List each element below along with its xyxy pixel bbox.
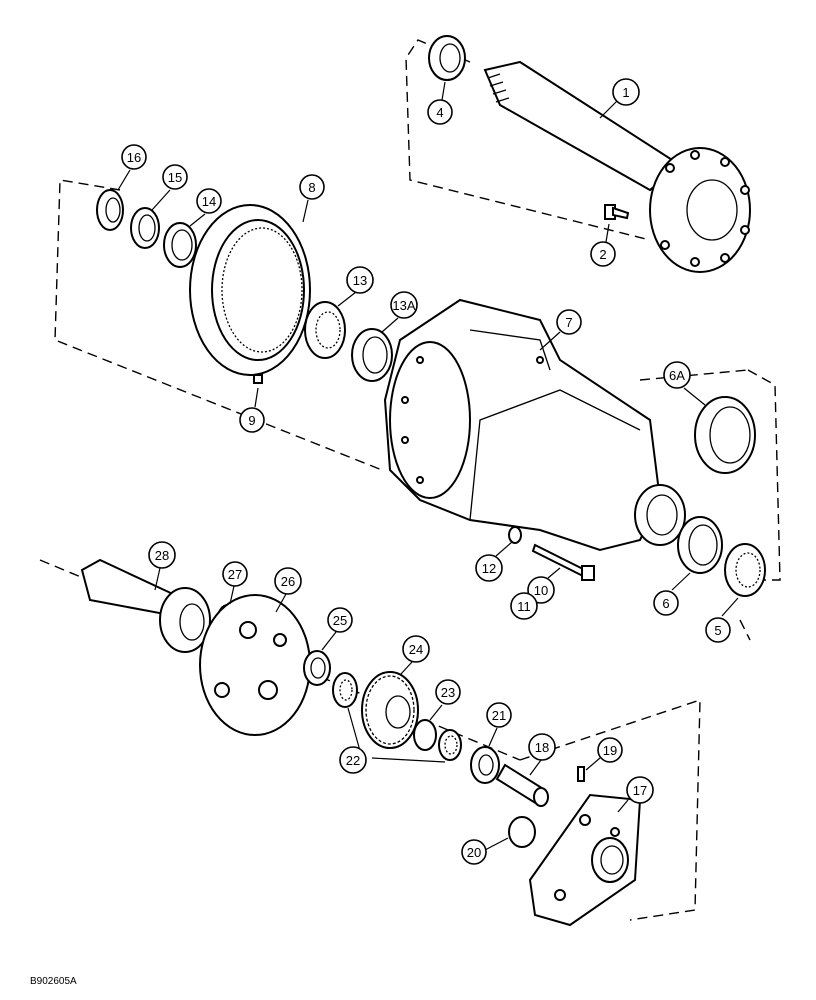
washer-part-25 bbox=[303, 650, 331, 686]
planet-pin-part-18 bbox=[495, 763, 549, 807]
callout-7-label: 7 bbox=[565, 315, 572, 330]
callout-13: 13 bbox=[337, 266, 374, 307]
seal-part-4 bbox=[428, 35, 466, 81]
callout-24: 24 bbox=[399, 635, 430, 676]
callout-22: 22 bbox=[339, 707, 446, 774]
callout-1-label: 1 bbox=[622, 85, 629, 100]
bearing-cup-part-13a bbox=[351, 328, 393, 382]
lock-washer-part-15 bbox=[130, 207, 160, 249]
callout-26: 26 bbox=[274, 567, 302, 613]
callout-6a-label: 6A bbox=[669, 368, 685, 383]
callout-4: 4 bbox=[427, 81, 453, 125]
callout-21: 21 bbox=[486, 702, 512, 747]
planet-carrier-part-17 bbox=[528, 793, 642, 927]
callout-5: 5 bbox=[705, 597, 739, 643]
callout-28: 28 bbox=[148, 541, 176, 591]
callout-28-label: 28 bbox=[155, 548, 169, 563]
callout-27: 27 bbox=[222, 561, 248, 605]
figure-id: B902605A bbox=[30, 976, 77, 987]
callout-18: 18 bbox=[528, 733, 556, 776]
callout-13a: 13A bbox=[381, 291, 418, 333]
callout-9-label: 9 bbox=[248, 413, 255, 428]
bearing-part-13 bbox=[304, 301, 346, 359]
bolt-part-10 bbox=[531, 543, 595, 581]
washer-part-12 bbox=[508, 526, 522, 544]
callout-11-label: 11 bbox=[517, 599, 531, 614]
nut-part-16 bbox=[96, 189, 124, 231]
callout-19-label: 19 bbox=[603, 743, 617, 758]
callout-27-label: 27 bbox=[228, 567, 242, 582]
callout-17-label: 17 bbox=[633, 783, 647, 798]
ring-gear-part-8 bbox=[189, 204, 311, 376]
callout-13-label: 13 bbox=[353, 273, 367, 288]
callout-16: 16 bbox=[117, 144, 147, 191]
bolt-part-2 bbox=[604, 204, 630, 220]
callout-2-label: 2 bbox=[599, 247, 606, 262]
callout-6a: 6A bbox=[663, 361, 706, 406]
needle-bearing-part-22-left bbox=[332, 672, 358, 708]
roll-pin-part-19 bbox=[577, 766, 585, 782]
callout-14: 14 bbox=[189, 188, 222, 227]
callout-15: 15 bbox=[151, 164, 188, 211]
callout-13a-label: 13A bbox=[392, 298, 415, 313]
callout-4-label: 4 bbox=[436, 105, 443, 120]
callout-20: 20 bbox=[461, 837, 509, 865]
washer-part-23 bbox=[413, 719, 437, 751]
callout-5-label: 5 bbox=[714, 623, 721, 638]
callout-20-label: 20 bbox=[467, 845, 481, 860]
carrier-plate-part-26 bbox=[199, 594, 311, 736]
callout-25: 25 bbox=[321, 607, 353, 651]
needle-bearing-part-22-right bbox=[438, 729, 462, 761]
bearing-cup-part-6 bbox=[677, 516, 723, 574]
callout-12: 12 bbox=[475, 541, 513, 582]
washer-part-14 bbox=[163, 222, 197, 268]
callout-10: 10 bbox=[527, 567, 561, 604]
washer-part-21 bbox=[470, 746, 500, 784]
callout-8-label: 8 bbox=[308, 180, 315, 195]
axle-shaft-part-1 bbox=[483, 60, 751, 273]
callout-16-label: 16 bbox=[127, 150, 141, 165]
callout-11: 11 bbox=[510, 592, 538, 620]
callout-17: 17 bbox=[617, 776, 654, 813]
callout-6: 6 bbox=[653, 572, 691, 616]
callout-26-label: 26 bbox=[281, 574, 295, 589]
callout-19: 19 bbox=[585, 737, 623, 771]
callout-14-label: 14 bbox=[202, 194, 216, 209]
callout-6-label: 6 bbox=[662, 596, 669, 611]
callout-23-label: 23 bbox=[441, 685, 455, 700]
key-part-9 bbox=[253, 374, 263, 384]
housing-part-7 bbox=[383, 298, 686, 552]
callout-7: 7 bbox=[539, 309, 582, 351]
callout-22-label: 22 bbox=[346, 753, 360, 768]
callout-8: 8 bbox=[299, 174, 325, 223]
snap-ring-part-20 bbox=[508, 816, 536, 848]
callout-10-label: 10 bbox=[534, 583, 548, 598]
pinion-shaft-part-28 bbox=[80, 558, 211, 653]
callout-12-label: 12 bbox=[482, 561, 496, 576]
callout-24-label: 24 bbox=[409, 642, 423, 657]
callout-18-label: 18 bbox=[535, 740, 549, 755]
callout-25-label: 25 bbox=[333, 613, 347, 628]
callout-9: 9 bbox=[239, 387, 265, 433]
bearing-cup-part-6a bbox=[694, 396, 756, 474]
callout-21-label: 21 bbox=[492, 708, 506, 723]
callout-15-label: 15 bbox=[168, 170, 182, 185]
bearing-cone-part-5 bbox=[724, 543, 766, 597]
callout-1: 1 bbox=[599, 78, 640, 119]
callout-2: 2 bbox=[590, 223, 616, 267]
planet-gear-part-24 bbox=[361, 671, 419, 749]
callout-23: 23 bbox=[429, 679, 461, 721]
